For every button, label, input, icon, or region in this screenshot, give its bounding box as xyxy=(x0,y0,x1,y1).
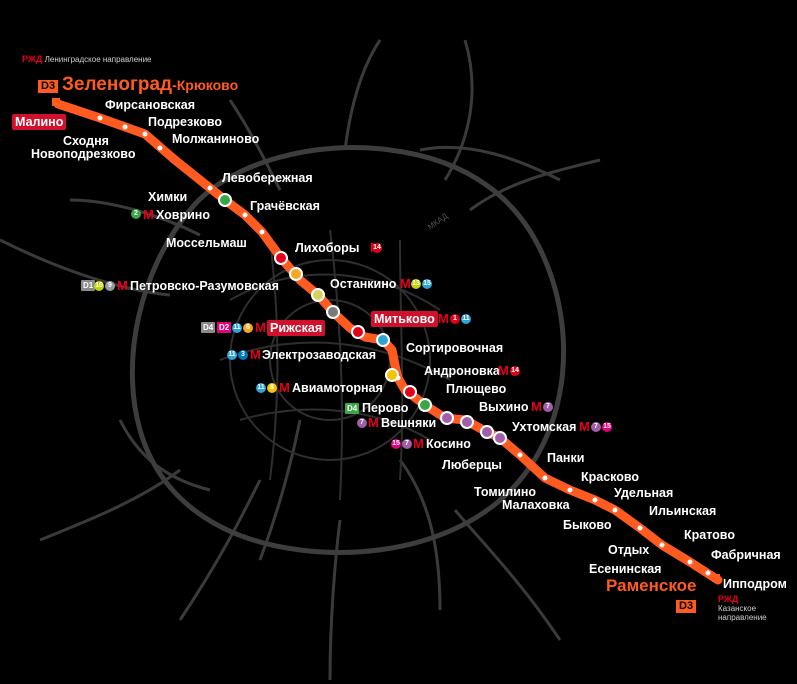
south-terminus-label[interactable]: Раменское xyxy=(606,576,697,595)
station-tomilino[interactable]: Томилино xyxy=(474,485,537,499)
badge-avia-8: 8 xyxy=(267,383,277,393)
metro-icon-kosino: M xyxy=(413,436,424,451)
badge-ostankino-13: 13 xyxy=(411,279,421,289)
station-firsanovskaya[interactable]: Фирсановская xyxy=(105,98,196,112)
station-molzhaninovo[interactable]: Молжаниново xyxy=(172,132,260,146)
badge-veshnyaki-7: 7 xyxy=(357,418,367,428)
badge-andronovka-14: 14 xyxy=(510,366,520,376)
metro-icon-mitkovo: M xyxy=(438,311,449,326)
station-plyushchevo[interactable]: Плющево xyxy=(446,382,507,396)
station-bykovo[interactable]: Быково xyxy=(563,518,612,532)
badge-ukhtomskaya-15: 15 xyxy=(602,422,612,432)
station-mosselmash[interactable]: Моссельмаш xyxy=(166,236,247,250)
metro-icon-elektro: M xyxy=(250,347,261,362)
station-ukhtomskaya[interactable]: Ухтомская xyxy=(512,420,577,434)
badge-likhobory-14: 14 xyxy=(372,243,382,253)
metro-icon-vykhino: M xyxy=(531,399,542,414)
station-mitkovo[interactable]: Митьково xyxy=(371,311,438,327)
rzd-logo-south: РЖД xyxy=(718,594,739,604)
station-vykhino[interactable]: Выхино xyxy=(479,400,529,414)
north-terminus-label: Зеленоград-Крюково xyxy=(62,75,239,94)
station-krasnovo[interactable]: Красково xyxy=(581,470,640,484)
tag-d4: D4 xyxy=(201,322,216,333)
tag-d1: D1 xyxy=(81,280,96,291)
badge-elektro-3: 3 xyxy=(238,350,248,360)
badge-kosino-7: 7 xyxy=(402,439,412,449)
south-direction-label: РЖД Казанское направление xyxy=(718,594,767,623)
north-direction-label: РЖД Ленинградское направление xyxy=(22,54,152,65)
station-panki[interactable]: Панки xyxy=(547,451,585,465)
badge-petrovsko-10: 10 xyxy=(94,281,104,291)
badge-mitkovo-11: 11 xyxy=(461,314,471,324)
north-terminus-name: Зеленоград xyxy=(62,74,173,95)
station-kosino[interactable]: Косино xyxy=(426,437,471,451)
badge-ostankino-15: 15 xyxy=(422,279,432,289)
metro-icon-ukhtomskaya: M xyxy=(579,419,590,434)
badge-rizhskaya-11: 11 xyxy=(232,323,242,333)
station-grachevskaya[interactable]: Грачёвская xyxy=(250,199,320,213)
tag-d2: D2 xyxy=(217,322,232,333)
badge-mitkovo-1: 1 xyxy=(450,314,460,324)
metro-icon-avia: M xyxy=(279,380,290,395)
badge-vykhino-7: 7 xyxy=(543,402,553,412)
badge-rizhskaya-6: 6 xyxy=(243,323,253,333)
badge-elektro-11: 11 xyxy=(227,350,237,360)
south-direction-text-2: направление xyxy=(718,613,767,622)
station-ippodrom[interactable]: Ипподром xyxy=(723,577,787,591)
mkad-ring xyxy=(129,145,566,555)
station-kratovo[interactable]: Кратово xyxy=(684,528,735,542)
rzd-logo: РЖД xyxy=(22,54,43,64)
south-terminus-marker xyxy=(712,574,720,582)
station-khimki[interactable]: Химки xyxy=(148,190,188,204)
station-malakhovka[interactable]: Малаховка xyxy=(502,498,570,512)
badge-khovrino-2: 2 xyxy=(131,209,141,219)
station-andronovka[interactable]: Андроновка xyxy=(424,364,500,378)
station-petrovsko[interactable]: Петровско-Разумовская xyxy=(130,279,279,293)
north-terminus-marker xyxy=(52,98,60,106)
badge-petrovsko-9: 9 xyxy=(105,281,115,291)
station-ostankino[interactable]: Останкино xyxy=(330,277,397,291)
badge-avia-11: 11 xyxy=(256,383,266,393)
metro-icon-veshnyaki: M xyxy=(368,415,379,430)
metro-icon-khovrino: M xyxy=(143,207,154,222)
south-direction-text-1: Казанское xyxy=(718,604,757,613)
north-direction-text: Ленинградское направление xyxy=(44,55,152,64)
station-likhobory[interactable]: Лихоборы xyxy=(295,241,360,255)
tag-d4-perovo: D4 xyxy=(345,403,360,414)
station-novopodrezkovo[interactable]: Новоподрезково xyxy=(31,147,136,161)
city-grid xyxy=(219,229,451,501)
station-dots xyxy=(97,115,711,576)
station-rizhskaya[interactable]: Рижская xyxy=(267,320,326,336)
d3-tag-south: D3 xyxy=(676,600,697,613)
station-eseninskaya[interactable]: Есенинская xyxy=(589,562,662,576)
station-malino[interactable]: Малино xyxy=(12,114,67,130)
station-ilinskaya[interactable]: Ильинская xyxy=(649,504,717,518)
station-aviamotornaya[interactable]: Авиамоторная xyxy=(292,381,383,395)
badge-kosino-15: 15 xyxy=(391,439,401,449)
metro-icon-rizhskaya: M xyxy=(255,320,266,335)
north-terminus-suffix: -Крюково xyxy=(172,77,239,93)
station-elektrozavodskaya[interactable]: Электрозаводская xyxy=(262,348,377,362)
station-podrezkovo[interactable]: Подрезково xyxy=(148,115,223,129)
station-perovo[interactable]: Перово xyxy=(362,401,409,415)
interchange-stations xyxy=(218,193,507,445)
metro-icon-petrovsko: M xyxy=(117,278,128,293)
station-levoberezhnaya[interactable]: Левобережная xyxy=(222,171,313,185)
station-veshnyaki[interactable]: Вешняки xyxy=(381,416,437,430)
station-skhodnya[interactable]: Сходня xyxy=(63,134,109,148)
station-udelnaya[interactable]: Удельная xyxy=(614,486,674,500)
station-lyubertsy[interactable]: Люберцы xyxy=(442,458,502,472)
station-otdykh[interactable]: Отдых xyxy=(608,543,650,557)
badge-ukhtomskaya-7: 7 xyxy=(591,422,601,432)
station-sortirovochnaya[interactable]: Сортировочная xyxy=(406,341,504,355)
metro-icon-ostankino: M xyxy=(400,276,411,291)
station-khovrino[interactable]: Ховрино xyxy=(156,208,210,222)
d3-tag-north: D3 xyxy=(38,80,59,93)
station-fabrichnaya[interactable]: Фабричная xyxy=(711,548,781,562)
mkad-label: МКАД xyxy=(426,211,450,232)
metro-icon-andronovka: M xyxy=(498,363,509,378)
